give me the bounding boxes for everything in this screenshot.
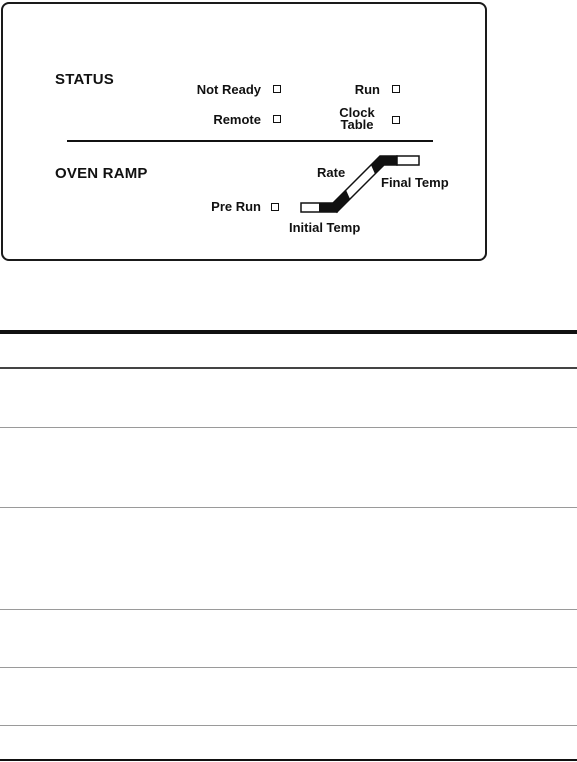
- run-label: Run: [354, 82, 380, 97]
- pre-run-label: Pre Run: [211, 199, 261, 214]
- table-row-divider: [0, 667, 577, 668]
- status-section-title: STATUS: [55, 71, 114, 88]
- initial-temp-label: Initial Temp: [289, 220, 361, 235]
- clock-table-label-line2: Table: [340, 117, 374, 132]
- not-ready-label: Not Ready: [196, 82, 261, 97]
- table-row-divider: [0, 427, 577, 428]
- initial-temp-led-fill: [319, 203, 337, 212]
- clock-table-led-indicator: [392, 116, 400, 124]
- final-temp-led-segment: [396, 155, 420, 166]
- table-header-rule: [0, 367, 577, 369]
- table-top-rule: [0, 330, 577, 334]
- clock-table-label-line1: Clock: [339, 105, 375, 120]
- table-header-row: [0, 334, 577, 367]
- remote-led-indicator: [273, 115, 281, 123]
- oven-ramp-section-title: OVEN RAMP: [55, 165, 148, 182]
- rate-led-fill-bottom: [333, 190, 350, 212]
- final-temp-label: Final Temp: [381, 175, 449, 190]
- run-led-indicator: [392, 85, 400, 93]
- clock-table-label: Clock Table: [333, 105, 381, 132]
- not-ready-led-indicator: [273, 85, 281, 93]
- table-row-divider: [0, 725, 577, 726]
- front-panel-illustration: STATUS Not Ready Run Remote Clock Table …: [1, 2, 487, 261]
- pre-run-led-indicator: [271, 203, 279, 211]
- section-divider: [67, 140, 433, 142]
- remote-label: Remote: [213, 112, 261, 127]
- rate-label: Rate: [317, 165, 346, 180]
- oven-ramp-profile-graphic: [300, 155, 420, 214]
- table-row-divider: [0, 507, 577, 508]
- rate-led-fill-top: [371, 156, 397, 174]
- table-row-divider: [0, 609, 577, 610]
- table-bottom-rule: [0, 759, 577, 761]
